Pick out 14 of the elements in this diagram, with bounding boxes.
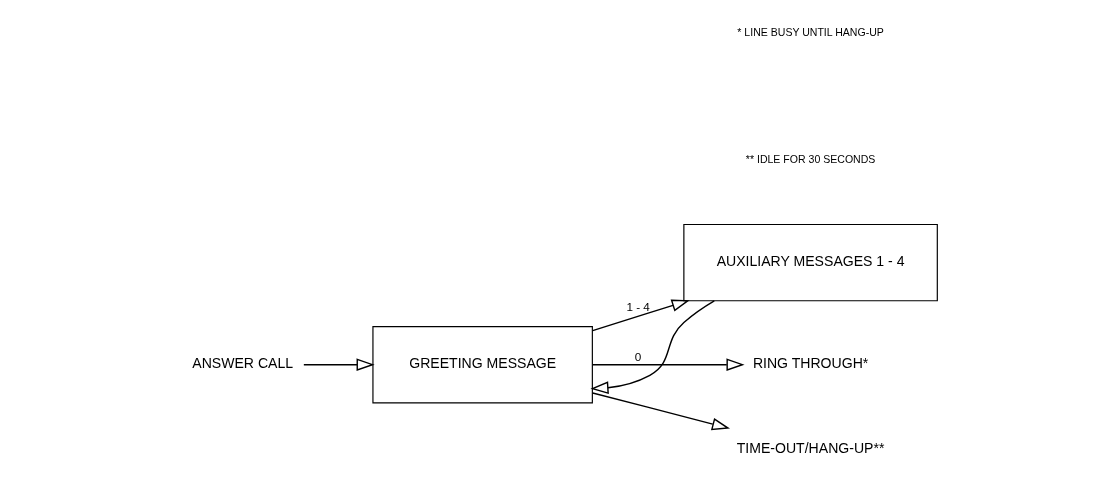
arrow [589, 300, 715, 394]
arrow [591, 299, 690, 332]
label: ** IDLE FOR 30 SECONDS [745, 153, 875, 166]
label: * LINE BUSY UNTIL HANG-UP [736, 26, 884, 39]
node-text: RING THROUGH* [752, 355, 868, 372]
node-box: GREETING MESSAGE [371, 326, 593, 404]
arrow [302, 358, 375, 372]
edge-label: 0 [634, 350, 641, 364]
node-box: AUXILIARY MESSAGES 1 - 4 [682, 223, 938, 302]
node-text: ANSWER CALL [191, 355, 293, 372]
node-text: TIME-OUT/HANG-UP** [736, 439, 884, 456]
edge-label: 1 - 4 [625, 299, 650, 313]
arrow [591, 358, 745, 372]
arrow [591, 392, 730, 431]
